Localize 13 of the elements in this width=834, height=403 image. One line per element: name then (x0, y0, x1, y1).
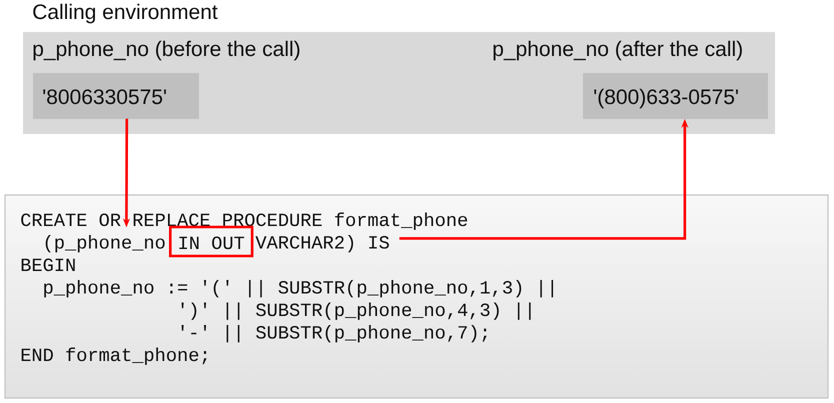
value-box: '8006330575' (33, 73, 199, 119)
value-box: '(800)633-0575' (583, 73, 768, 119)
code-line: ')' || SUBSTR(p_phone_no,4,3) || (182, 302, 531, 320)
highlight-box: IN OUT (169, 226, 254, 258)
variable-label: p_phone_no (after the call) (494, 40, 742, 60)
code-line: VARCHAR2) IS (256, 234, 389, 252)
variable-label: p_phone_no (before the call) (34, 40, 300, 60)
code-line: p_phone_no := '(' || SUBSTR(p_phone_no,1,3) || (44, 280, 554, 298)
code-line: END format_phone; (22, 347, 207, 365)
code-line: (p_phone_no (46, 234, 165, 252)
code-line: BEGIN (22, 258, 75, 272)
code-line: '-' || SUBSTR(p_phone_no,7); (182, 324, 487, 342)
panel-heading: Calling environment (33, 4, 218, 24)
